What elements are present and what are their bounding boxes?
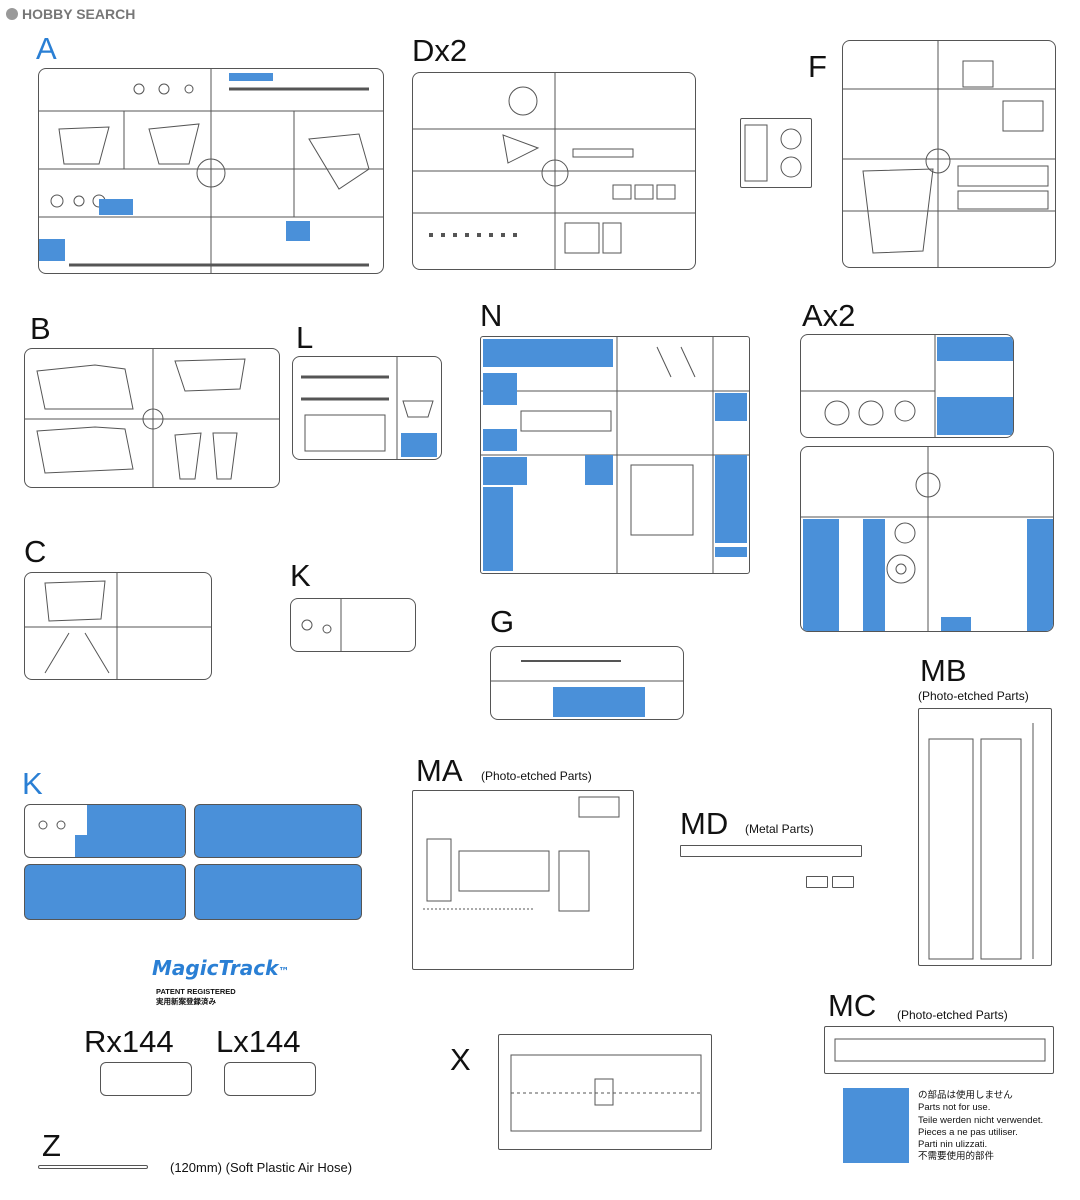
sprue-sub-ma: (Photo-etched Parts) xyxy=(481,769,592,783)
sprue-l-frame xyxy=(292,356,442,460)
sprue-label-n: N xyxy=(480,298,503,333)
sprue-label-a: A xyxy=(36,31,57,66)
sprue-label-k-blue: K xyxy=(22,766,43,801)
legend-swatch xyxy=(843,1088,909,1163)
sprue-l-art xyxy=(301,357,437,459)
legend-line-de: Teile werden nicht verwendet. xyxy=(918,1114,1044,1126)
track-label-r: Rx144 xyxy=(84,1024,174,1059)
sprue-label-l: L xyxy=(296,320,314,355)
magic-track-logo-word1: Magic xyxy=(152,956,219,980)
sprue-ax2-top-art xyxy=(801,335,1013,437)
sprue-x-art xyxy=(510,1054,702,1132)
sprue-b-art xyxy=(25,349,279,487)
sprue-k-blue-c xyxy=(24,864,186,920)
sprue-k-blue-d xyxy=(194,864,362,920)
sprue-k-blue-a xyxy=(24,804,186,858)
sprue-f-detached-part xyxy=(740,118,812,188)
sprue-g-frame xyxy=(490,646,684,720)
sprue-sub-mb: (Photo-etched Parts) xyxy=(918,689,1029,703)
legend-line-fr: Pieces a ne pas utiliser. xyxy=(918,1126,1018,1138)
sprue-label-mc: MC xyxy=(828,988,877,1023)
sprue-n-art xyxy=(481,337,749,573)
magic-track-patent: PATENT REGISTERED 実用新案登録済み xyxy=(156,987,236,1007)
sprue-label-dx2: Dx2 xyxy=(412,33,468,68)
patent-text-jp: 実用新案登録済み xyxy=(156,997,216,1006)
magic-track-tm: ™ xyxy=(278,965,290,978)
sprue-md-barrel xyxy=(680,845,862,857)
track-label-l: Lx144 xyxy=(216,1024,301,1059)
sprue-f-detached-art xyxy=(744,124,802,182)
sprue-sub-z: (120mm) (Soft Plastic Air Hose) xyxy=(170,1160,353,1175)
sprue-ma-art xyxy=(423,796,620,912)
sprue-g-art xyxy=(491,660,683,717)
sprue-md-part-2b xyxy=(832,876,854,888)
legend-line-en: Parts not for use. xyxy=(918,1102,991,1114)
sprue-f-art xyxy=(843,41,1055,267)
sprue-b-frame xyxy=(24,348,280,488)
sprue-label-z: Z xyxy=(42,1128,61,1163)
sprue-k-blue-b xyxy=(194,804,362,858)
sprue-k-frame xyxy=(290,598,416,652)
sprue-dx2-frame xyxy=(412,72,696,270)
legend-text: の部品は使用しません Parts not for use. Teile werd… xyxy=(918,1090,1043,1164)
watermark-logo: HOBBY SEARCH xyxy=(6,6,135,22)
sprue-k-blue-a-art xyxy=(38,805,185,857)
track-link-r xyxy=(100,1062,192,1096)
magic-track-logo-word2: Track xyxy=(218,956,279,980)
sprue-k-art xyxy=(301,599,342,651)
sprue-a-frame xyxy=(38,68,384,274)
sprue-mb-art xyxy=(928,723,1034,960)
sprue-mb-frame xyxy=(918,708,1052,966)
sprue-label-b: B xyxy=(30,311,51,346)
sprue-label-c: C xyxy=(24,534,47,569)
sprue-ax2-top-frame xyxy=(800,334,1014,438)
sprue-z-air-hose xyxy=(38,1165,148,1169)
sprue-ax2-bottom-frame xyxy=(800,446,1054,632)
legend-line-it: Parti nin ulizzati. xyxy=(918,1139,988,1151)
sprue-sub-mc: (Photo-etched Parts) xyxy=(897,1008,1008,1022)
sprue-c-frame xyxy=(24,572,212,680)
sprue-dx2-art xyxy=(413,73,695,269)
track-link-l xyxy=(224,1062,316,1096)
legend-line-jp: の部品は使用しません xyxy=(918,1090,1013,1101)
sprue-f-frame xyxy=(842,40,1056,268)
sprue-label-f: F xyxy=(808,49,827,84)
sprue-sub-md: (Metal Parts) xyxy=(745,822,814,836)
sprue-ma-frame xyxy=(412,790,634,970)
sprue-mc-art xyxy=(834,1038,1046,1062)
sprue-md-part-2a xyxy=(806,876,828,888)
magic-track-logo: MagicTrack™ xyxy=(152,956,289,980)
sprue-label-ma: MA xyxy=(416,753,463,788)
sprue-label-mb: MB xyxy=(920,653,967,688)
sprue-label-x: X xyxy=(450,1042,471,1077)
sprue-c-art xyxy=(25,573,211,679)
sprue-label-md: MD xyxy=(680,806,729,841)
legend-line-zh: 不需要使用的部件 xyxy=(918,1151,995,1163)
sprue-label-g: G xyxy=(490,604,515,639)
watermark-icon xyxy=(6,8,18,20)
sprue-x-frame xyxy=(498,1034,712,1150)
sprue-label-ax2: Ax2 xyxy=(802,298,856,333)
sprue-mc-frame xyxy=(824,1026,1054,1074)
patent-text: PATENT REGISTERED xyxy=(156,987,236,996)
sprue-ax2-bottom-art xyxy=(801,447,1053,631)
sprue-label-k: K xyxy=(290,558,311,593)
sprue-a-art xyxy=(39,69,383,273)
sprue-n-frame xyxy=(480,336,750,574)
watermark-text: HOBBY SEARCH xyxy=(22,6,136,22)
